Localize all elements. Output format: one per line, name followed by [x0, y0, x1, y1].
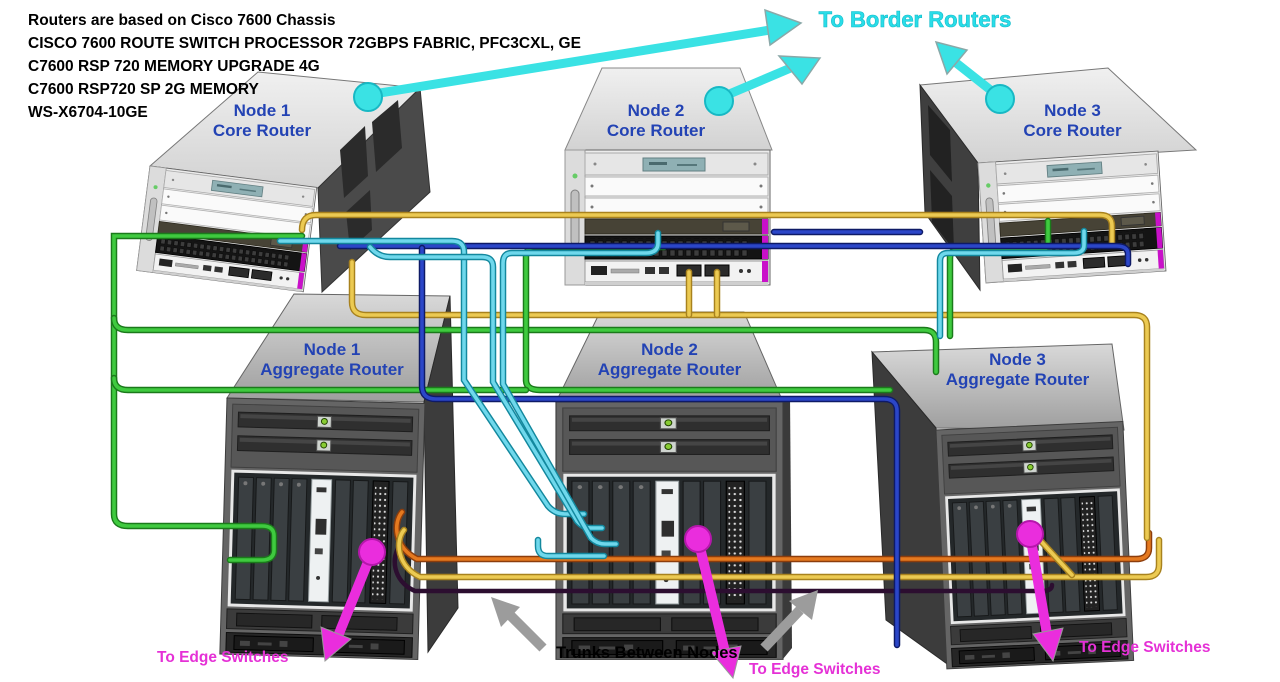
aggregate-router-3-label: Node 3 Aggregate Router	[920, 350, 1115, 390]
spec-text-block: Routers are based on Cisco 7600 Chassis …	[28, 9, 581, 124]
aggregate-router-3-role: Aggregate Router	[945, 370, 1090, 389]
border-arrow-from-core2-icon	[704, 55, 822, 116]
spec-line-3: C7600 RSP 720 MEMORY UPGRADE 4G	[28, 58, 320, 75]
trunk-arrow-left-icon	[491, 597, 547, 652]
core-router-2-role: Core Router	[606, 121, 706, 140]
spec-line-2: CISCO 7600 ROUTE SWITCH PROCESSOR 72GBPS…	[28, 35, 581, 52]
to-edge-switches-label-3: To Edge Switches	[1079, 639, 1211, 656]
aggregate-router-2-name: Node 2	[641, 340, 698, 359]
core-router-1-role: Core Router	[212, 121, 312, 140]
aggregate-router-1-role: Aggregate Router	[260, 360, 404, 379]
core-router-1-name: Node 1	[233, 101, 291, 120]
trunks-between-nodes-label: Trunks Between Nodes	[556, 644, 738, 662]
spec-line-1: Routers are based on Cisco 7600 Chassis	[28, 12, 336, 29]
core-router-3-role: Core Router	[1023, 121, 1122, 140]
aggregate-router-3-name: Node 3	[989, 350, 1046, 369]
aggregate-router-1-name: Node 1	[303, 340, 361, 359]
aggregate-router-2-chassis	[554, 311, 792, 662]
to-edge-switches-label-2: To Edge Switches	[749, 661, 881, 678]
edge-arrow-1-icon	[320, 538, 386, 662]
aggregate-router-2-role: Aggregate Router	[597, 360, 742, 379]
edge-arrow-3-icon	[1016, 520, 1064, 663]
aggregate-router-2-label: Node 2 Aggregate Router	[572, 340, 767, 380]
core-router-1-chassis	[136, 71, 431, 294]
aggregate-router-1-chassis	[218, 293, 459, 662]
aggregate-router-3-chassis	[870, 343, 1136, 671]
border-arrow-from-core3-icon	[934, 40, 1015, 114]
edge-arrow-2-icon	[684, 525, 742, 680]
border-arrow-from-core1-icon	[353, 8, 803, 112]
aggregate-router-1-label: Node 1 Aggregate Router	[237, 340, 427, 380]
core-router-3-label: Node 3 Core Router	[995, 101, 1150, 141]
to-border-routers-label: To Border Routers	[818, 7, 1012, 33]
core-router-1-label: Node 1 Core Router	[192, 101, 332, 141]
trunk-arrow-right-icon	[760, 590, 818, 652]
core-router-2-label: Node 2 Core Router	[580, 101, 732, 141]
core-router-3-name: Node 3	[1044, 101, 1101, 120]
to-edge-switches-label-1: To Edge Switches	[157, 649, 289, 666]
spec-line-5: WS-X6704-10GE	[28, 104, 148, 121]
spec-line-4: C7600 RSP720 SP 2G MEMORY	[28, 81, 259, 98]
core-router-2-name: Node 2	[627, 101, 685, 120]
